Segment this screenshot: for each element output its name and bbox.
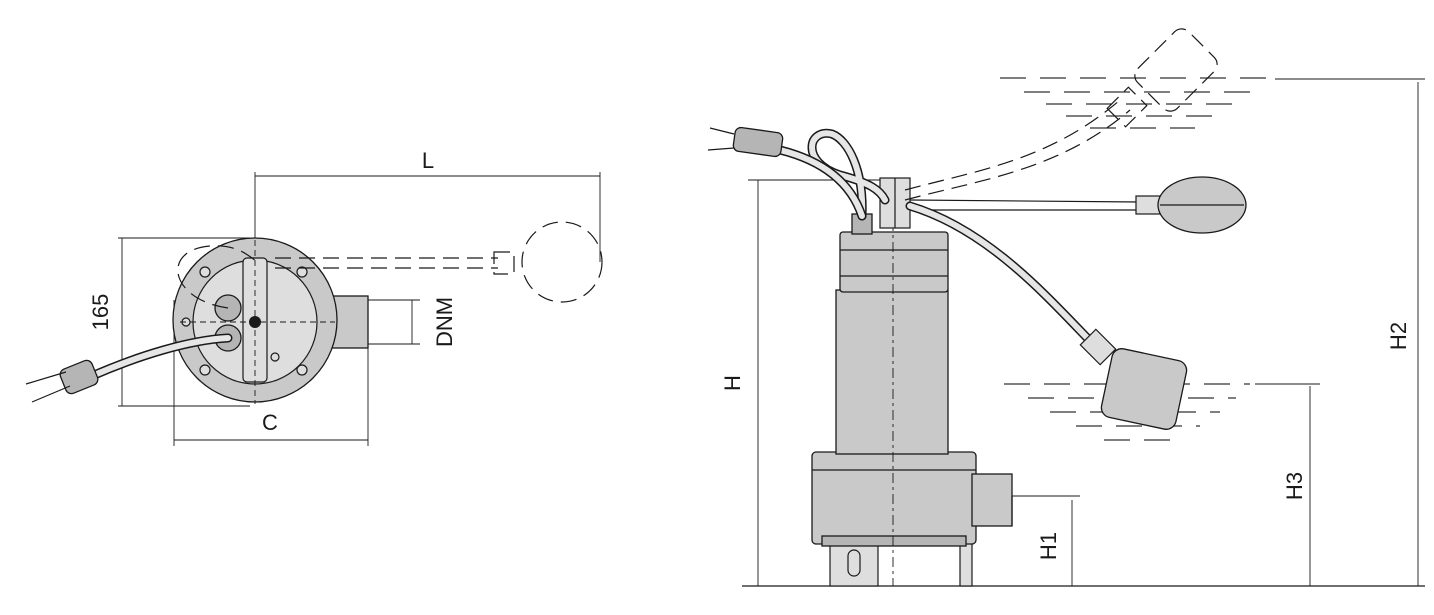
pump-volute	[811, 451, 977, 545]
label-dnm: DNM	[432, 297, 457, 347]
float-cable-loop	[177, 245, 259, 309]
float-cable-mid-a	[909, 199, 1141, 203]
pump-foot	[959, 541, 973, 587]
pump-outlet-side	[971, 473, 1013, 527]
float-clamp-mid	[1135, 195, 1161, 215]
plug-pin	[707, 147, 735, 151]
label-l: L	[422, 148, 434, 173]
bolt	[296, 364, 308, 376]
label-h3: H3	[1282, 472, 1307, 500]
float-clamp-top	[493, 251, 515, 275]
plug-top	[59, 359, 99, 395]
label-165: 165	[88, 294, 113, 331]
bolt	[199, 364, 211, 376]
motor-body	[835, 289, 949, 455]
plug-pin	[31, 385, 71, 403]
float-switch-top	[521, 221, 603, 303]
upper-water-level	[1000, 77, 1275, 129]
float-clamp-upper	[1106, 86, 1148, 128]
bolt	[270, 352, 280, 362]
float-cable-upper	[904, 109, 1131, 201]
float-clamp-lower	[1079, 328, 1117, 366]
plug-pin	[25, 371, 67, 385]
bolt	[199, 266, 211, 278]
float-switch-upper	[1134, 28, 1218, 112]
plug-side	[732, 126, 784, 158]
label-c: C	[262, 410, 278, 435]
side-view: H H1 H3 H2	[707, 28, 1425, 587]
label-h: H	[720, 375, 745, 391]
plug-pin	[709, 127, 735, 135]
pump-foot	[829, 539, 879, 587]
float-switch-lower	[1100, 348, 1188, 430]
motor-top	[839, 231, 949, 293]
label-h1: H1	[1036, 532, 1061, 560]
label-h2: H2	[1386, 322, 1411, 350]
bolt	[296, 266, 308, 278]
top-view: L 165 C DNM	[25, 148, 603, 446]
